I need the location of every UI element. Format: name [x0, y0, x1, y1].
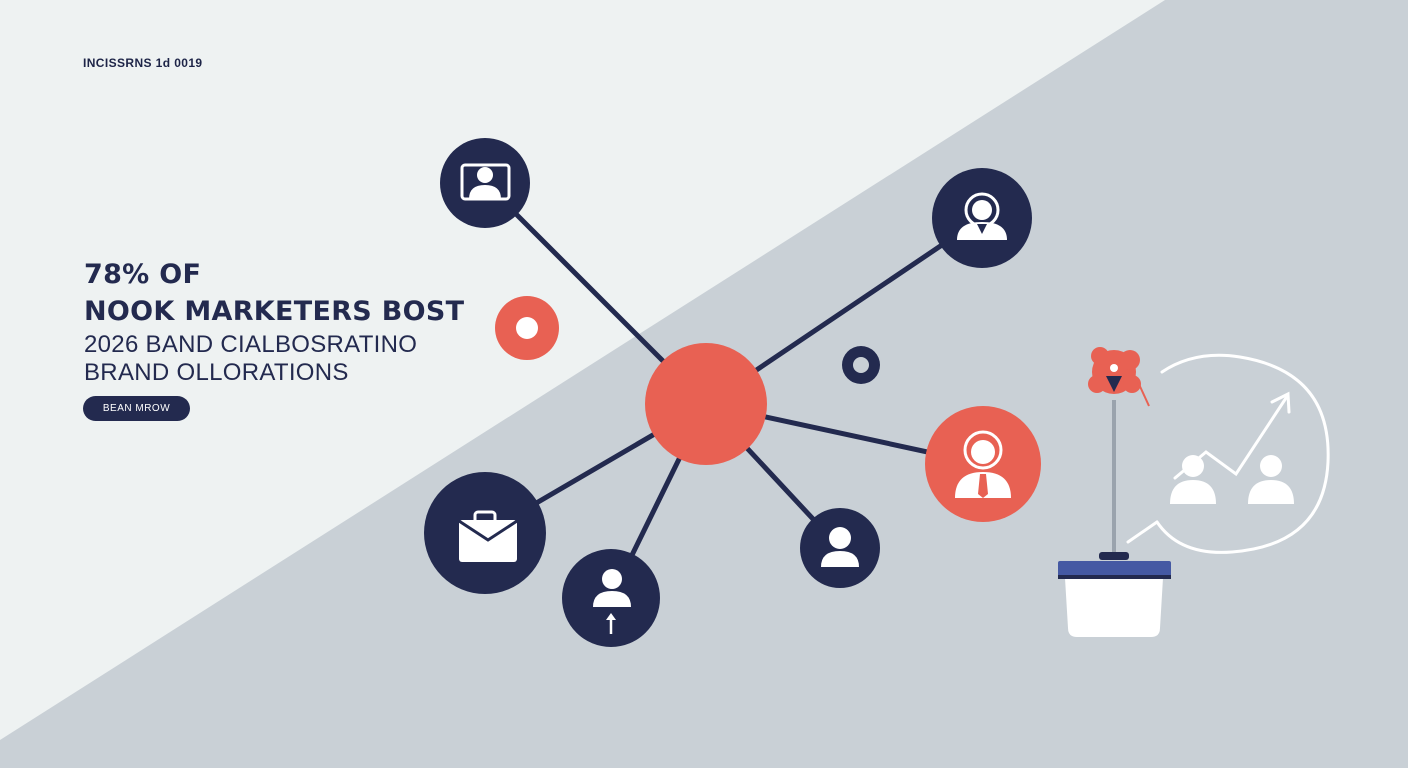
- headline: 78% OF NOOK MARKETERS BOST 2026 BAND CIA…: [84, 256, 504, 387]
- growth-user-right-body: [1248, 480, 1294, 504]
- briefcase-icon: [458, 510, 518, 562]
- growth-arc-tail: [1126, 520, 1159, 544]
- node-top-right: [932, 168, 1032, 268]
- headline-line-3: 2026 BAND CIALBOSRATINO: [84, 331, 418, 358]
- flower-plant-icon: [1058, 347, 1171, 637]
- user-arrow-up-icon: [593, 569, 631, 634]
- portrait-card-icon: [460, 163, 511, 201]
- growth-user-left-head: [1182, 455, 1204, 477]
- growth-arrow-head: [1270, 391, 1291, 414]
- navy-dot-center: [853, 357, 869, 373]
- cta-button[interactable]: BEAN MROW: [83, 396, 190, 421]
- users-growth-arrow-icon: [1126, 353, 1330, 554]
- plant-pot: [1065, 578, 1163, 637]
- node-bottom: [562, 549, 660, 647]
- user-headset-icon: [957, 192, 1007, 240]
- node-left: [424, 472, 546, 594]
- growth-user-right-head: [1260, 455, 1282, 477]
- plant-pot-rim: [1058, 561, 1171, 577]
- headline-line-1: 78% OF: [84, 259, 202, 290]
- growth-arc: [1155, 353, 1330, 554]
- overline-label: INCISSRNS 1d 0019: [83, 56, 203, 70]
- headline-line-4: BRAND OLLORATIONS: [84, 359, 349, 386]
- hub-node: [645, 343, 767, 465]
- coral-dot-center: [516, 317, 538, 339]
- node-top-left: [440, 138, 530, 228]
- headline-line-2: NOOK MARKETERS BOST: [84, 296, 465, 327]
- plant-pot-neck: [1099, 552, 1129, 560]
- growth-user-left-body: [1170, 480, 1216, 504]
- node-bottom-right: [800, 508, 880, 588]
- background-light-panel: [0, 0, 1165, 740]
- businessman-icon: [955, 430, 1011, 498]
- node-right: [925, 406, 1041, 522]
- user-icon: [821, 527, 859, 567]
